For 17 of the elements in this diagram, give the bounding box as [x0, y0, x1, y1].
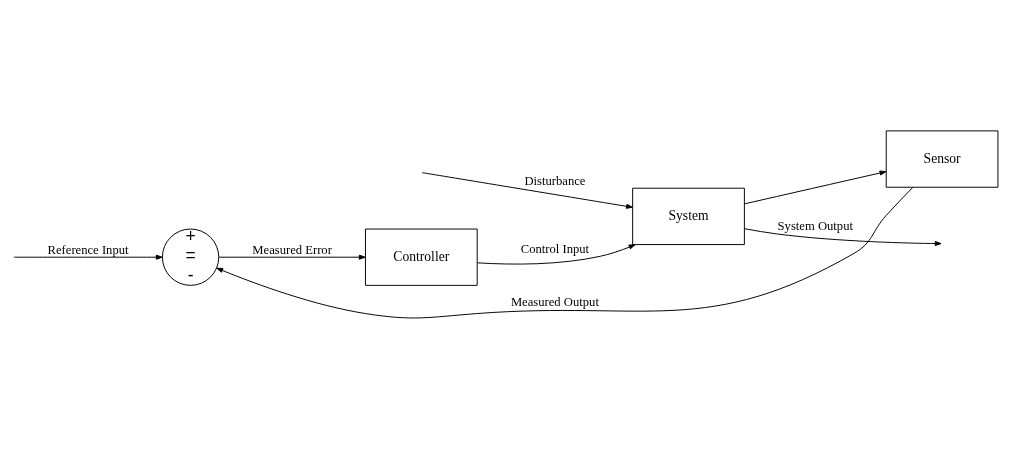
node-box: Sensor: [885, 130, 999, 188]
edge-label: Reference Input: [47, 242, 129, 257]
edge-label: Control Input: [520, 241, 590, 256]
edge-label: Measured Output: [510, 295, 599, 310]
arrow: [13, 254, 163, 260]
arrow: [421, 172, 633, 209]
edge-label: Disturbance: [524, 173, 586, 188]
arrow: [744, 228, 942, 247]
arrow: [216, 186, 914, 319]
arrow: [743, 170, 887, 205]
arrow: [477, 244, 636, 265]
edge-label: Measured Error: [252, 242, 332, 257]
node-circle: + = -: [161, 228, 220, 286]
node-box: Controller: [364, 228, 478, 286]
node-box: System: [632, 187, 745, 246]
arrow: [218, 254, 366, 260]
edge-label: System Output: [777, 219, 854, 234]
